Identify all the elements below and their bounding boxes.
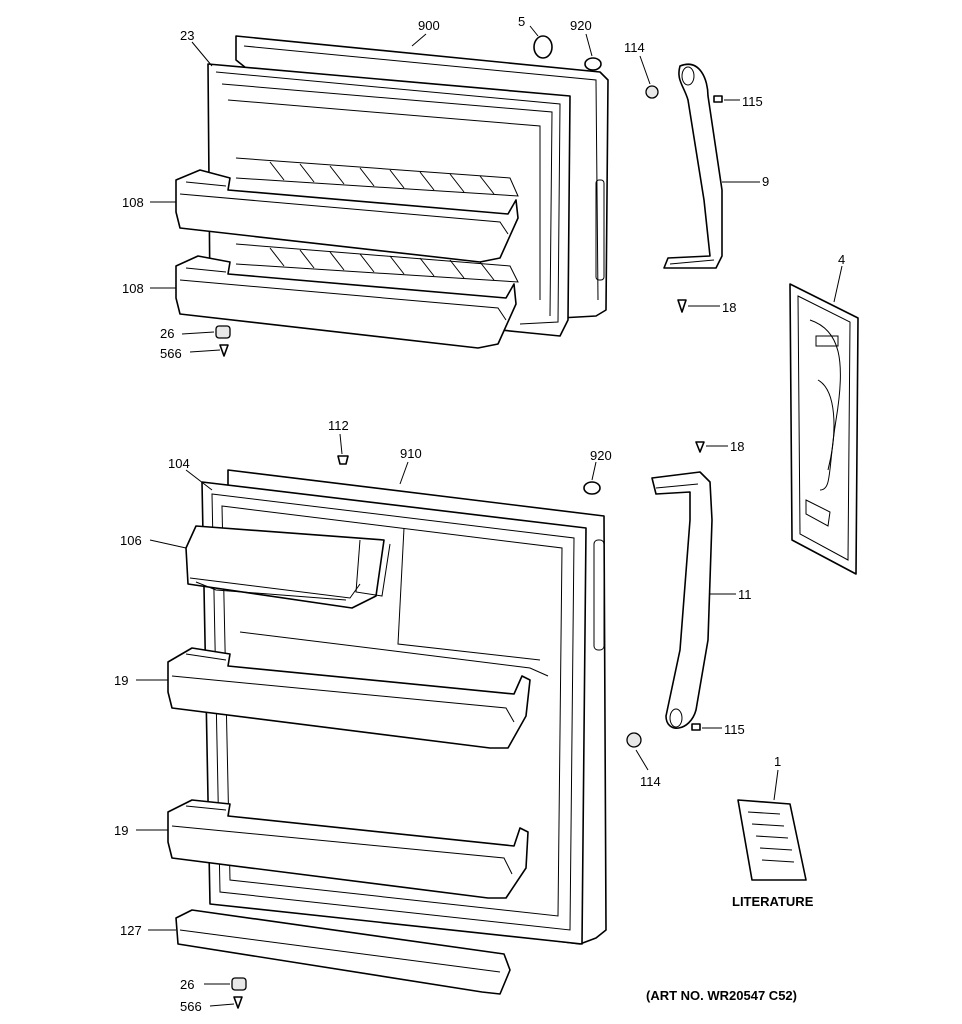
callout-106: 106 <box>120 533 142 548</box>
leader-lines <box>136 25 843 1007</box>
callout-26-top: 26 <box>160 326 174 341</box>
fresh-food-handle <box>651 471 713 729</box>
callout-18-top: 18 <box>722 300 736 315</box>
end-cap-114-bottom <box>626 732 642 748</box>
fresh-food-door-assembly <box>167 455 607 1009</box>
screw-115-bottom <box>691 723 701 731</box>
callout-566-bottom: 566 <box>180 999 202 1014</box>
freezer-door-shelf-upper <box>175 169 519 263</box>
callout-23: 23 <box>180 28 194 43</box>
callout-9: 9 <box>762 174 769 189</box>
screw-18-top <box>677 299 687 313</box>
callout-1: 1 <box>774 754 781 769</box>
callout-108-b: 108 <box>122 281 144 296</box>
callout-labels: 900 5 920 114 115 9 23 108 108 26 566 18… <box>114 14 845 1014</box>
freezer-liner-ribs <box>235 157 519 283</box>
callout-115-bottom: 115 <box>724 722 745 737</box>
end-cap-114-top <box>645 85 659 99</box>
callout-920-top: 920 <box>570 18 592 33</box>
callout-104: 104 <box>168 456 190 471</box>
fresh-food-door-bin-lower <box>167 799 529 899</box>
callout-19-b: 19 <box>114 823 128 838</box>
callout-108-a: 108 <box>122 195 144 210</box>
callout-11: 11 <box>738 587 752 602</box>
callout-114-top: 114 <box>624 40 645 55</box>
screw-566-top <box>219 344 229 357</box>
screw-566-bottom <box>233 996 243 1009</box>
callout-5: 5 <box>518 14 525 29</box>
callout-4: 4 <box>838 252 845 267</box>
fresh-food-door-bin-upper <box>167 647 531 749</box>
literature-label: LITERATURE <box>732 894 814 909</box>
fresh-food-handle-assembly <box>626 441 713 748</box>
callout-114-bottom: 114 <box>640 774 661 789</box>
freezer-handle <box>663 63 723 269</box>
literature-booklet <box>737 799 807 881</box>
hinge-pin-26-bottom <box>231 977 247 991</box>
plug-920-bottom <box>583 481 601 495</box>
plug-5 <box>533 35 553 59</box>
callout-26-bottom: 26 <box>180 977 194 992</box>
screw-112 <box>337 455 349 465</box>
screw-18-bottom <box>695 441 705 453</box>
callout-115-top: 115 <box>742 94 763 109</box>
callout-18-bottom: 18 <box>730 439 744 454</box>
plug-920-top <box>584 57 602 71</box>
callout-566-top: 566 <box>160 346 182 361</box>
screw-115-top <box>713 95 723 103</box>
dairy-compartment-door <box>185 525 385 609</box>
handle-trim-panel-4 <box>789 283 859 575</box>
callout-19-a: 19 <box>114 673 128 688</box>
door-bottom-trim <box>175 909 511 995</box>
freezer-door-shelf-lower <box>175 255 517 349</box>
callout-920-bottom: 920 <box>590 448 612 463</box>
freezer-door-assembly <box>175 35 609 357</box>
callout-900: 900 <box>418 18 440 33</box>
freezer-handle-assembly <box>645 63 723 313</box>
callout-127: 127 <box>120 923 142 938</box>
callout-112: 112 <box>328 418 349 433</box>
callout-910: 910 <box>400 446 422 461</box>
hinge-pin-26-top <box>215 325 231 339</box>
art-number-label: (ART NO. WR20547 C52) <box>646 988 797 1003</box>
